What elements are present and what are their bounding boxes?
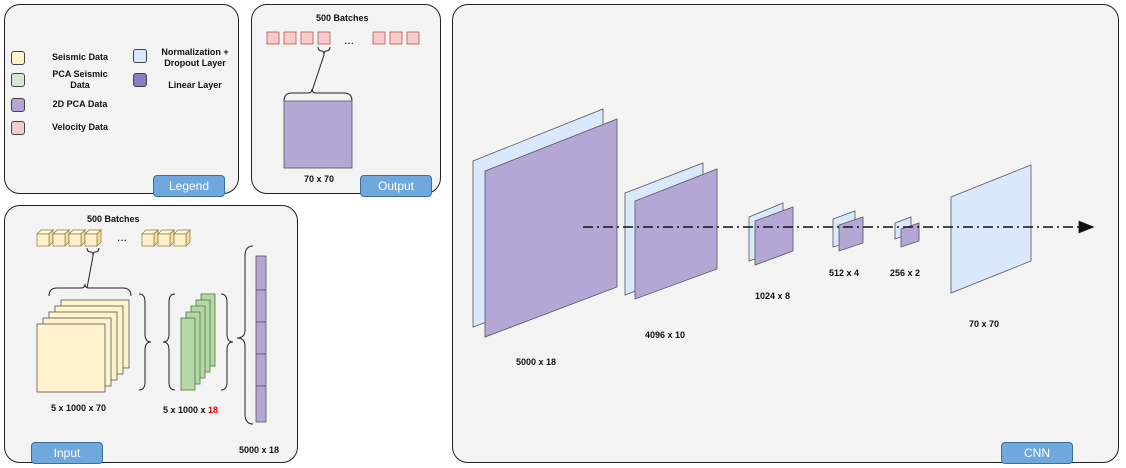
legend-swatch-linear	[133, 73, 147, 87]
output-batches-label: 500 Batches	[316, 13, 369, 23]
output-diagram	[266, 31, 420, 169]
legend-label-velocity: Velocity Data	[51, 122, 109, 132]
cnn-layer-2-linear	[634, 168, 718, 300]
input-top-brace	[86, 247, 100, 257]
input-brace-flat-left	[236, 245, 254, 425]
input-connector	[86, 255, 94, 289]
input-tag: Input	[31, 442, 103, 464]
input-pca-size-label: 5 x 1000 x 18	[163, 405, 218, 415]
legend-label-normalization: Normalization + Dropout Layer	[161, 47, 229, 68]
cnn-layer-3-label: 1024 x 8	[755, 291, 791, 301]
legend-tag: Legend	[153, 175, 225, 197]
cnn-layer-output-label: 70 x 70	[969, 319, 1000, 329]
velocity-batch-block	[283, 31, 297, 45]
output-big-brace	[283, 88, 353, 102]
input-brace-seismic-pca	[138, 293, 152, 391]
input-seismic-batches	[36, 229, 191, 247]
cnn-diagram	[472, 108, 1095, 338]
input-brace-pca-left	[162, 293, 176, 391]
velocity-batch-block	[300, 31, 314, 45]
legend-panel: Seismic Data PCA Seismic Data 2D PCA Dat…	[4, 4, 239, 197]
cnn-tag: CNN	[1001, 442, 1073, 464]
velocity-batch-block	[266, 31, 280, 45]
input-diagram	[36, 229, 267, 425]
output-dots: ...	[344, 33, 355, 47]
legend-label-2d-pca: 2D PCA Data	[52, 99, 108, 109]
input-batches-label: 500 Batches	[87, 214, 140, 224]
input-seismic-size-label: 5 x 1000 x 70	[51, 403, 107, 413]
cnn-layer-5-linear	[900, 222, 920, 248]
legend-swatch-normalization	[133, 49, 147, 63]
legend-swatch-2d-pca	[11, 98, 25, 112]
output-velocity-map	[283, 100, 353, 169]
output-velocity-batches	[266, 31, 420, 45]
output-size-label: 70 x 70	[304, 174, 335, 184]
legend-swatch-pca-seismic	[11, 73, 25, 87]
legend-swatch-velocity	[11, 121, 25, 135]
input-panel: 500 Batches ...	[4, 205, 298, 464]
cnn-layer-1-label: 5000 x 18	[516, 357, 557, 367]
cnn-layer-3-linear	[754, 206, 794, 266]
output-connector	[311, 54, 325, 92]
velocity-batch-block	[317, 31, 331, 45]
input-flat-size-label: 5000 x 18	[239, 445, 280, 455]
input-dots: ...	[117, 230, 128, 244]
cnn-layer-4-label: 512 x 4	[829, 268, 860, 278]
legend-swatch-seismic	[11, 51, 25, 65]
velocity-batch-block	[406, 31, 420, 45]
output-tag: Output	[360, 175, 432, 197]
cnn-layer-5-label: 256 x 2	[890, 268, 921, 278]
output-top-brace	[317, 46, 331, 56]
velocity-batch-block	[372, 31, 386, 45]
cnn-panel: 5000 x 18 4096 x 10 1024 x 8 512 x 4 256…	[452, 4, 1119, 464]
cnn-layer-4-linear	[838, 216, 864, 252]
input-big-brace	[48, 283, 132, 297]
input-pca-stack	[180, 293, 216, 391]
cnn-layer-2-label: 4096 x 10	[645, 330, 686, 340]
input-pca-size-prefix: 5 x 1000 x	[163, 405, 209, 415]
cnn-layer-output	[950, 164, 1032, 294]
input-brace-pca-right	[220, 293, 234, 391]
cnn-layer-1-linear	[484, 118, 618, 338]
input-seismic-stack	[36, 299, 130, 393]
legend-label-pca-seismic: PCA Seismic Data	[52, 69, 108, 90]
input-2d-pca-column	[255, 255, 267, 423]
legend-label-linear: Linear Layer	[168, 80, 222, 90]
input-pca-size-highlight: 18	[208, 405, 219, 415]
legend-label-seismic: Seismic Data	[51, 52, 109, 62]
velocity-batch-block	[389, 31, 403, 45]
output-panel: 500 Batches ... 70 x 70 Output	[251, 4, 441, 197]
